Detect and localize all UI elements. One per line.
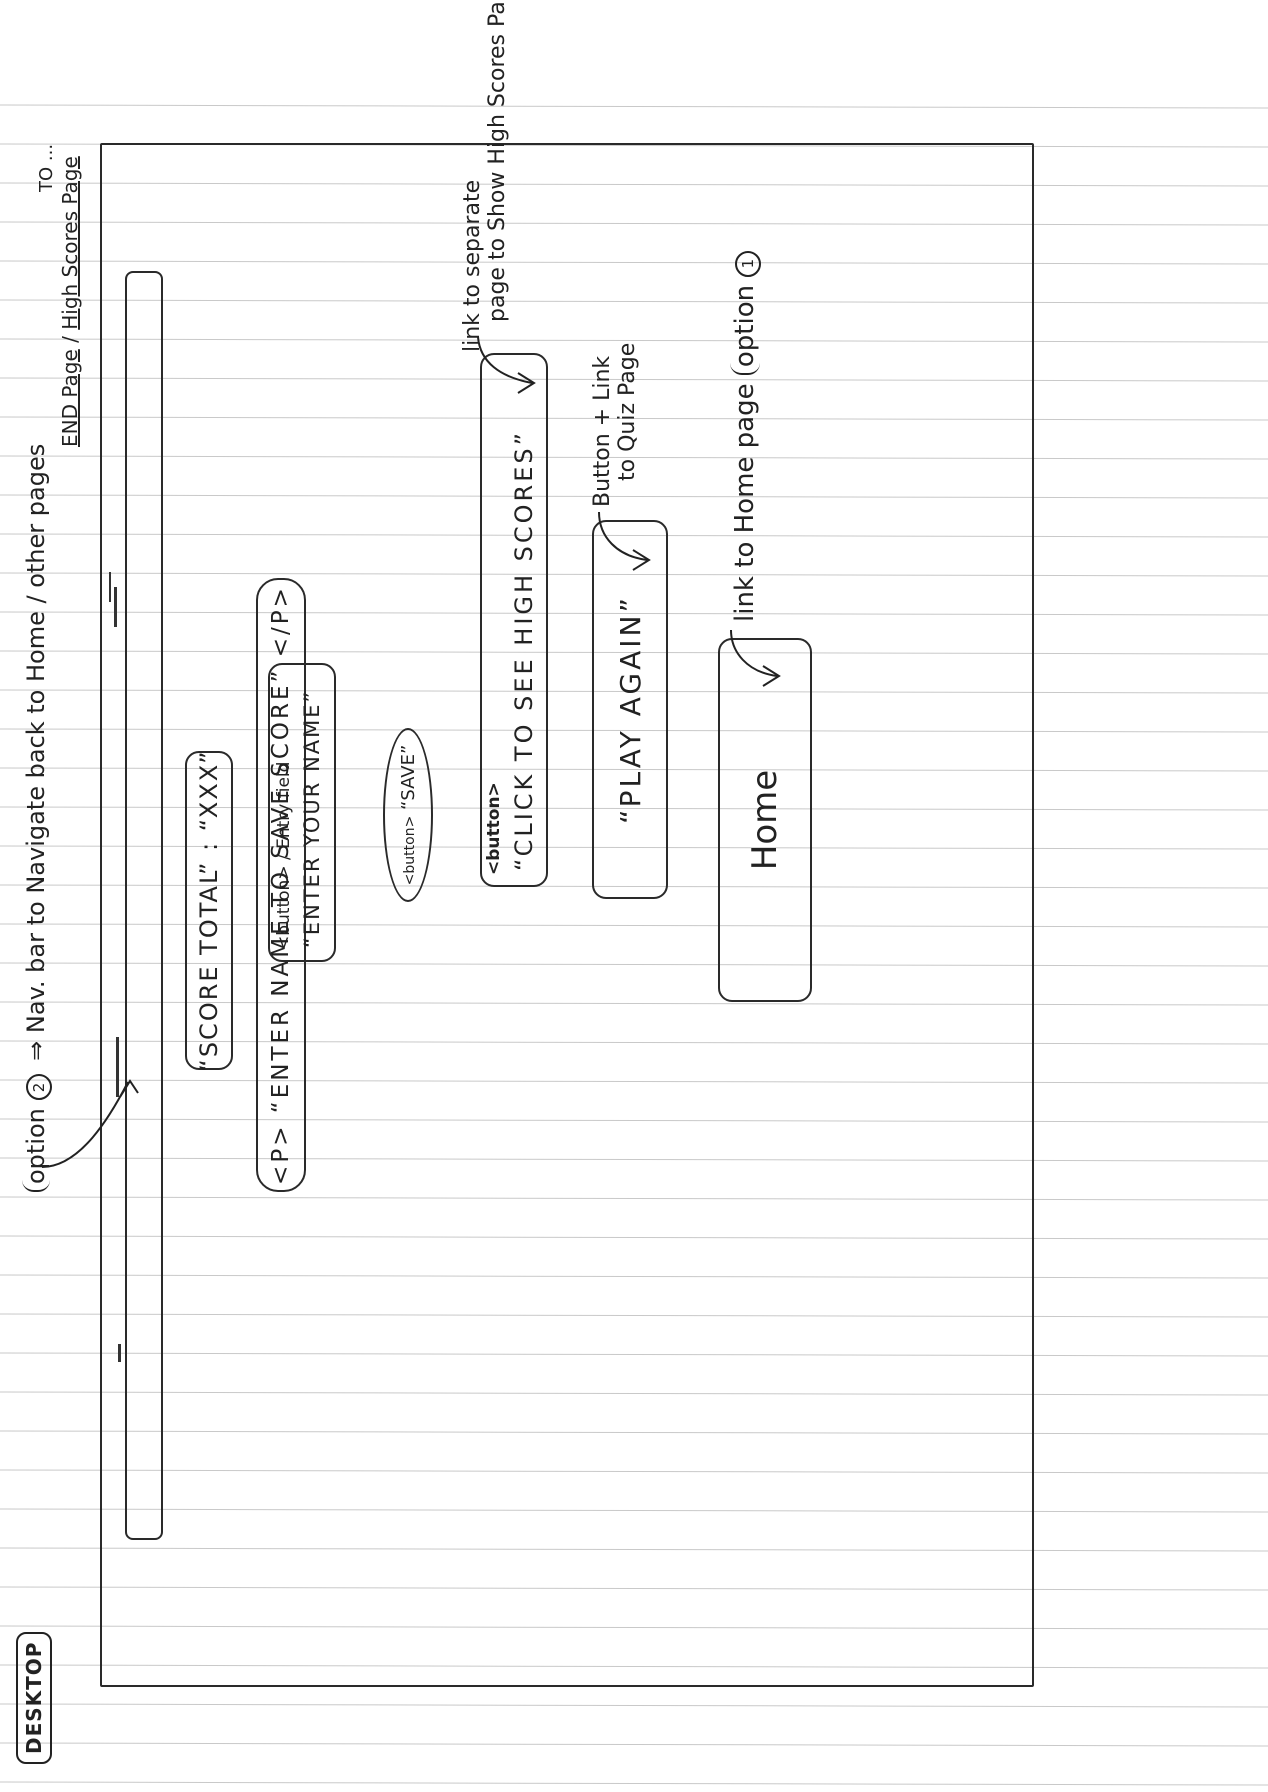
ruled-line [0,1079,1268,1084]
ruled-line [0,1586,1268,1591]
play-again-note-line1: Button + Link [590,355,615,507]
play-again-text: “PLAY AGAIN” [613,595,647,824]
save-button[interactable]: <button> “SAVE” [383,728,433,902]
ruled-line [0,1664,1268,1669]
nav-pages-to: TO ... [36,143,57,192]
ruled-line [0,1391,1268,1396]
high-scores-note-line1: link to separate [460,179,485,352]
nav-arrow [41,1079,139,1168]
nav-pages-list: END Page / High Scores Page [58,156,82,447]
high-scores-page-link: High Scores Page [58,156,82,330]
ruled-line [0,845,1268,850]
home-option-number-circle: 1 [735,250,761,277]
ruled-line [0,104,1268,109]
desktop-label: DESKTOP [16,1631,52,1764]
high-scores-button-tag: <button> [484,782,504,875]
ruled-line [0,494,1268,499]
ruled-line [0,1430,1268,1435]
ruled-line [0,416,1268,421]
ruled-line [0,1508,1268,1513]
ruled-line [0,1781,1268,1786]
nav-scribble [109,572,111,602]
ruled-line [0,1703,1268,1708]
ruled-line [0,143,1268,148]
ruled-line [0,377,1268,382]
play-again-note-line2: to Quiz Page [615,342,640,481]
ruled-line [0,1742,1268,1747]
play-again-arrow [598,511,651,571]
nav-scribble [118,1344,121,1362]
home-note-text: link to Home page [730,383,760,622]
ruled-line [0,884,1268,889]
save-button-label: “SAVE” [397,744,419,810]
ruled-line [0,299,1268,304]
ruled-line [0,1313,1268,1318]
ruled-line [0,923,1268,928]
ruled-line [0,338,1268,343]
ruled-line [0,1547,1268,1552]
home-note-option: option 1 [730,244,761,376]
ruled-line [0,611,1268,616]
ruled-line [0,260,1268,265]
high-scores-button[interactable]: <button> “CLICK TO SEE HIGH SCORES” [480,353,548,887]
ruled-line [0,728,1268,733]
high-scores-note-line2: page to Show High Scores Page [485,0,510,322]
high-scores-arrow [477,336,536,394]
desktop-frame [100,143,1034,1687]
nav-bar-frame [125,271,163,1540]
ruled-line [0,455,1268,460]
ruled-line [0,1040,1268,1045]
ruled-line [0,1118,1268,1123]
ruled-line [0,689,1268,694]
ruled-line [0,533,1268,538]
end-page-link: END Page [58,349,82,447]
name-entry-field[interactable]: <button> / Entry field “ENTER YOUR NAME” [268,663,336,962]
ruled-line [0,1001,1268,1006]
score-total-text: “SCORE TOTAL” : “XXX” [195,749,223,1072]
slash-separator: / [58,336,82,343]
entry-field-placeholder: “ENTER YOUR NAME” [300,689,324,948]
high-scores-note: link to separate page to Show High Score… [460,0,510,352]
home-text: Home [745,769,785,871]
score-total-box: “SCORE TOTAL” : “XXX” [185,749,233,1072]
nav-bar-description: ⇒ Nav. bar to Navigate back to Home / ot… [22,443,50,1061]
ruled-line [0,221,1268,226]
save-button-text: <button> “SAVE” [398,745,419,886]
ruled-line [0,650,1268,655]
ruled-line [0,1352,1268,1357]
ruled-line [0,1274,1268,1279]
ruled-line [0,1469,1268,1474]
ruled-line [0,1196,1268,1201]
nav-scribble [114,587,117,627]
ruled-line [0,1235,1268,1240]
ruled-line [0,767,1268,772]
ruled-line [0,806,1268,811]
ruled-line [0,1625,1268,1630]
entry-field-tag: <button> / Entry field [274,761,294,950]
home-note: link to Home page option 1 [730,244,761,622]
play-again-note: Button + Link to Quiz Page [590,343,640,507]
ruled-line [0,1157,1268,1162]
ruled-line [0,962,1268,967]
save-button-tag: <button> [401,815,418,886]
home-arrow [730,629,781,687]
ruled-line [0,182,1268,187]
high-scores-button-text: “CLICK TO SEE HIGH SCORES” [510,429,538,871]
ruled-line [0,572,1268,577]
